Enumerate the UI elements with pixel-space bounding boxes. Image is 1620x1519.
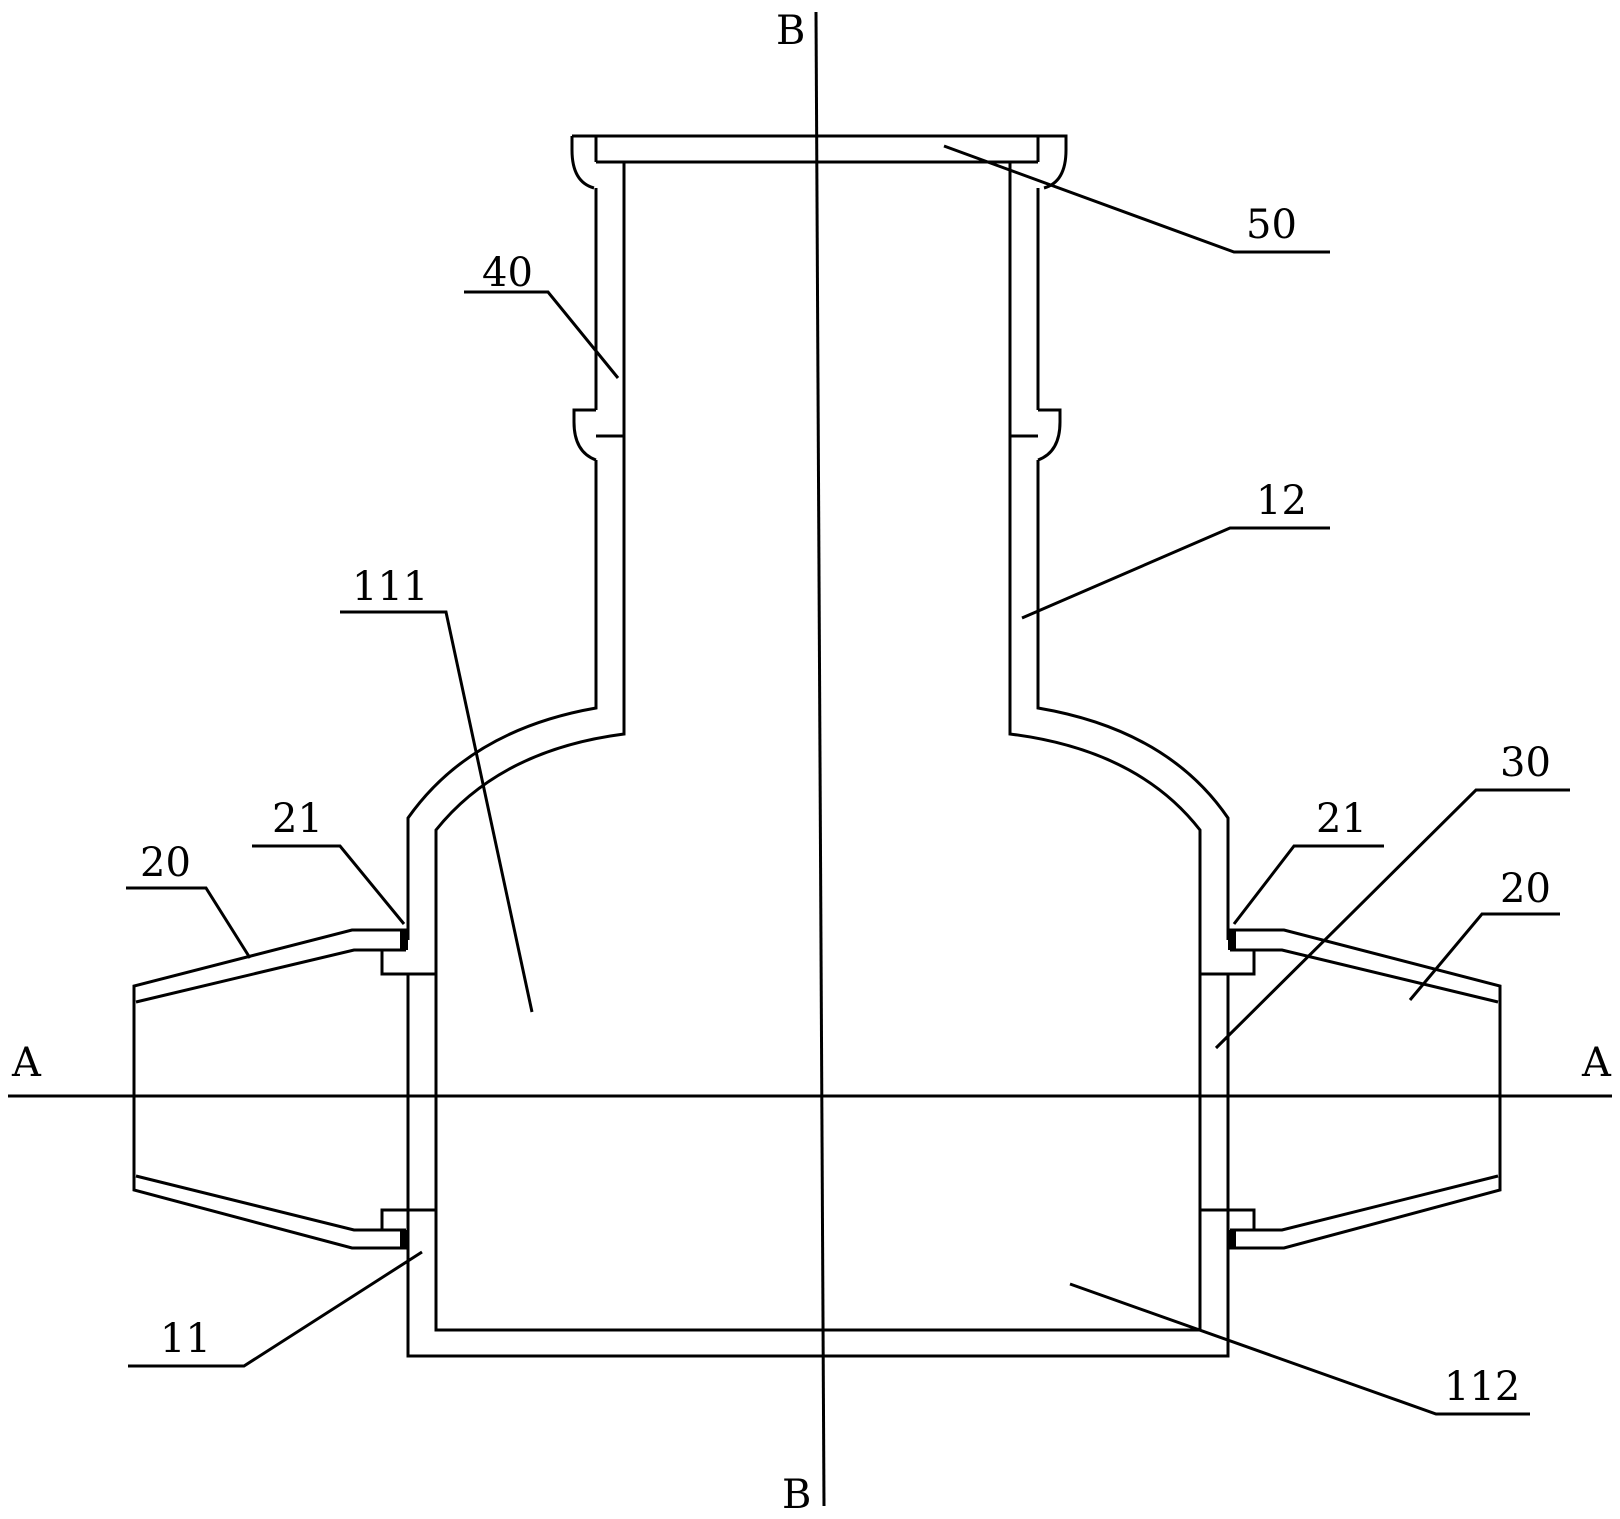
right-connector-20 [1200, 928, 1502, 1250]
callout-112: 112 [1444, 1364, 1520, 1410]
leader-lines [126, 144, 1570, 1416]
callout-11: 11 [160, 1316, 211, 1362]
callout-20-left: 20 [140, 840, 191, 886]
callout-50: 50 [1246, 202, 1297, 248]
section-label-a-left: A [11, 1040, 42, 1086]
right-seal-21-top [1228, 930, 1236, 950]
left-seal-21-bottom [400, 1230, 408, 1248]
section-label-b-bottom: B [782, 1472, 811, 1518]
centerline-b-b [814, 11, 826, 1507]
right-seal-21-bottom [1228, 1230, 1236, 1248]
body-11 [406, 974, 1230, 1358]
callout-12: 12 [1256, 478, 1307, 524]
callout-21-left: 21 [272, 796, 323, 842]
section-label-b-top: B [776, 8, 805, 54]
callout-30: 30 [1500, 740, 1551, 786]
callout-111: 111 [352, 564, 428, 610]
left-connector-20 [132, 928, 436, 1250]
section-label-a-right: A [1581, 1040, 1612, 1086]
callout-40: 40 [482, 250, 533, 296]
neck-12 [406, 162, 1230, 974]
left-seal-21-top [400, 930, 408, 950]
top-cap-50 [570, 134, 1068, 190]
clip-ring-40 [572, 408, 1062, 462]
callout-21-right: 21 [1316, 796, 1367, 842]
callout-20-right: 20 [1500, 866, 1551, 912]
